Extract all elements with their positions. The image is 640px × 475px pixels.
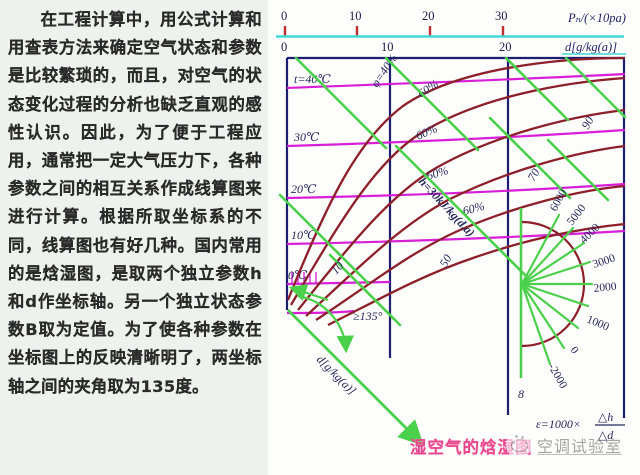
epsilon-formula: ε=1000× △h △d — [536, 410, 625, 442]
watermark-text: 空调试验室 — [537, 437, 623, 456]
eps-label-4000: 4000 — [578, 221, 603, 246]
epsilon-protractor: 6000 5000 4000 3000 2000 1000 0 -2000 8 — [518, 187, 617, 401]
psychrometric-chart-panel: 0 10 20 30 Pₙ/(×10pa) 0 10 20 d[g/kg(a)] — [268, 0, 640, 475]
enthalpy-lines — [278, 56, 627, 327]
eps-label-1000: 1000 — [585, 314, 611, 334]
top-axis-group: 0 10 20 30 Pₙ/(×10pa) 0 10 20 d[g/kg(a)] — [276, 9, 626, 55]
d-tick-0: 0 — [281, 40, 287, 54]
rh-label-60c: 60% — [425, 163, 450, 183]
eps-label-m2000: -2000 — [545, 362, 569, 391]
chart-title: 湿空气的焓湿图 — [410, 438, 533, 457]
eps-label-0: 0 — [568, 344, 581, 356]
pq-tick-marks — [283, 26, 505, 36]
pq-tick-30: 30 — [495, 9, 508, 23]
d-axis-top-label: d[g/kg(a)] — [565, 40, 617, 54]
isotherm-label-10: 10℃ — [291, 228, 317, 242]
watermark-logo-icon — [506, 432, 532, 458]
psychrometric-chart-svg: 0 10 20 30 Pₙ/(×10pa) 0 10 20 d[g/kg(a)] — [276, 9, 627, 446]
enthalpy-label-10: 10 — [328, 259, 346, 277]
isotherm-label-20: 20℃ — [291, 182, 317, 196]
rh-label-60d: 60% — [461, 199, 486, 218]
pq-axis-label: Pₙ/(×10pa) — [567, 11, 626, 25]
chart-frame — [285, 56, 626, 418]
pq-tick-10: 10 — [349, 9, 362, 23]
eps-label-6000: 6000 — [548, 187, 570, 213]
d-tick-20: 20 — [499, 40, 512, 54]
eps-label-2000: 2000 — [593, 281, 617, 295]
svg-text:△d: △d — [598, 428, 614, 442]
protractor-origin-label: 8 — [518, 387, 524, 401]
article-paragraph: 在工程计算中，用公式计算和用查表方法来确定空气状态和参数是比较繁琐的，而且，对空… — [8, 10, 262, 396]
svg-text:ε=1000×: ε=1000× — [536, 417, 581, 431]
watermark: 空调试验室 — [506, 432, 622, 458]
oblique-d-axis: ≥135° d[g/kg(a)] — [287, 284, 424, 446]
pq-tick-0: 0 — [281, 9, 287, 23]
d-tick-10: 10 — [381, 40, 394, 54]
svg-text:△h: △h — [598, 410, 613, 424]
isotherm-label-30: 30℃ — [293, 130, 320, 144]
eps-label-5000: 5000 — [565, 202, 589, 228]
angle-135-label: ≥135° — [353, 309, 383, 323]
pq-tick-20: 20 — [422, 9, 435, 23]
article-text-panel: 在工程计算中，用公式计算和用查表方法来确定空气状态和参数是比较繁琐的，而且，对空… — [0, 0, 268, 475]
eps-label-3000: 3000 — [591, 252, 617, 271]
